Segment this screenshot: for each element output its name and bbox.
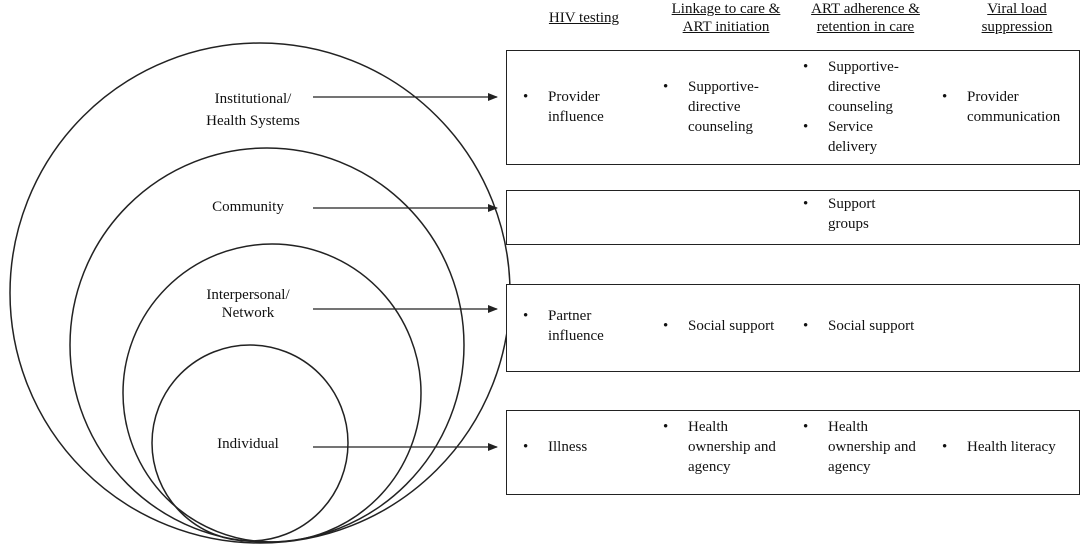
panel-community: [506, 190, 1080, 245]
cell-individual-hiv-testing: Illness: [523, 437, 587, 457]
list-item: Provider influence: [523, 87, 604, 127]
level-label-institutional: Institutional/ Health Systems: [206, 91, 300, 129]
list-item: Illness: [523, 437, 587, 457]
list-item: Health ownership and agency: [663, 417, 776, 477]
cell-community-adherence: Support groups: [803, 194, 876, 234]
list-item: Provider communication: [942, 87, 1060, 127]
cell-institutional-hiv-testing: Provider influence: [523, 87, 604, 127]
level-label-interpersonal: Interpersonal/ Network: [206, 287, 290, 321]
cell-institutional-linkage: Supportive- directive counseling: [663, 77, 759, 137]
circle-individual: [151, 344, 349, 542]
column-header-viral-load: Viral load suppression: [981, 1, 1053, 35]
list-item: Health literacy: [942, 437, 1056, 457]
list-item: Health ownership and agency: [803, 417, 916, 477]
level-label-community: Community: [212, 199, 284, 215]
column-header-adherence: ART adherence & retention in care: [811, 1, 920, 35]
list-item: Partner influence: [523, 306, 604, 346]
list-item: Social support: [803, 316, 914, 336]
cell-institutional-viral-load: Provider communication: [942, 87, 1060, 127]
list-item: Supportive- directive counseling: [663, 77, 759, 137]
cell-institutional-adherence: Supportive- directive counseling Service…: [803, 57, 899, 157]
list-item: Service delivery: [803, 117, 899, 157]
cell-individual-adherence: Health ownership and agency: [803, 417, 916, 477]
cell-interpersonal-hiv-testing: Partner influence: [523, 306, 604, 346]
list-item: Social support: [663, 316, 774, 336]
cell-individual-linkage: Health ownership and agency: [663, 417, 776, 477]
cell-interpersonal-adherence: Social support: [803, 316, 914, 336]
column-header-hiv-testing: HIV testing: [548, 10, 620, 26]
cell-individual-viral-load: Health literacy: [942, 437, 1056, 457]
list-item: Supportive- directive counseling: [803, 57, 899, 117]
panel-interpersonal: [506, 284, 1080, 372]
list-item: Support groups: [803, 194, 876, 234]
cell-interpersonal-linkage: Social support: [663, 316, 774, 336]
level-label-individual: Individual: [217, 436, 279, 452]
column-header-linkage: Linkage to care & ART initiation: [671, 1, 781, 35]
circle-interpersonal: [122, 243, 422, 543]
